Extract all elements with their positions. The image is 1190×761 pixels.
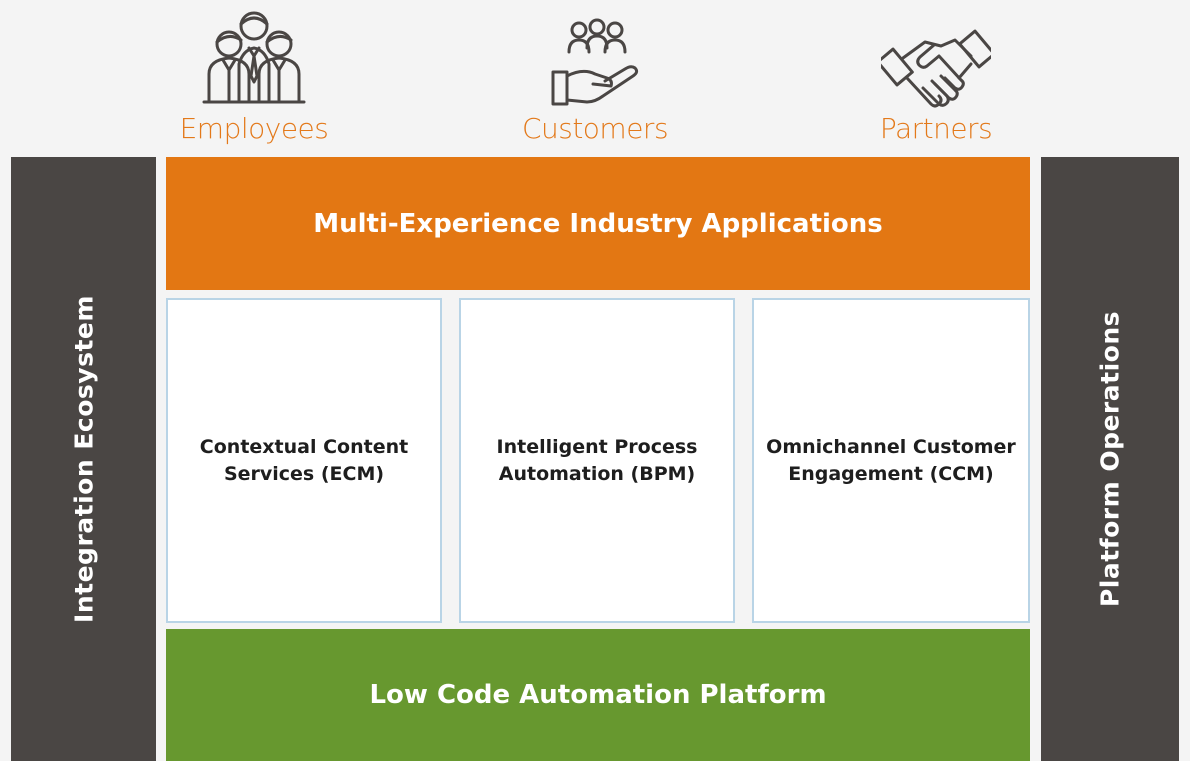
module-label-ecm: Contextual Content Services (ECM) [199,435,409,485]
module-label-bpm: Intelligent Process Automation (BPM) [496,435,698,485]
band-label-low-code: Low Code Automation Platform [369,680,827,710]
module-bpm: Intelligent Process Automation (BPM) [459,298,735,623]
persona-employees: Employees [154,0,354,150]
band-multi-experience-applications: Multi-Experience Industry Applications [166,157,1030,290]
customers-hand-icon [551,18,639,106]
band-low-code-platform: Low Code Automation Platform [166,629,1030,761]
pillar-platform-operations: Platform Operations [1041,157,1179,761]
module-ecm: Contextual Content Services (ECM) [166,298,442,623]
persona-label-partners: Partners [879,112,993,145]
persona-partners: Partners [836,0,1036,150]
pillar-label-integration: Integration Ecosystem [69,295,98,623]
module-label-ccm: Omnichannel Customer Engagement (CCM) [766,435,1016,485]
pillar-label-platform-operations: Platform Operations [1095,310,1125,608]
persona-label-employees: Employees [179,112,329,145]
employees-group-icon [202,11,306,104]
persona-customers: Customers [495,0,695,150]
handshake-icon [881,29,991,108]
persona-label-customers: Customers [521,112,669,145]
band-label-applications: Multi-Experience Industry Applications [313,208,883,239]
module-ccm: Omnichannel Customer Engagement (CCM) [752,298,1030,623]
pillar-integration-ecosystem: Integration Ecosystem [11,157,156,761]
